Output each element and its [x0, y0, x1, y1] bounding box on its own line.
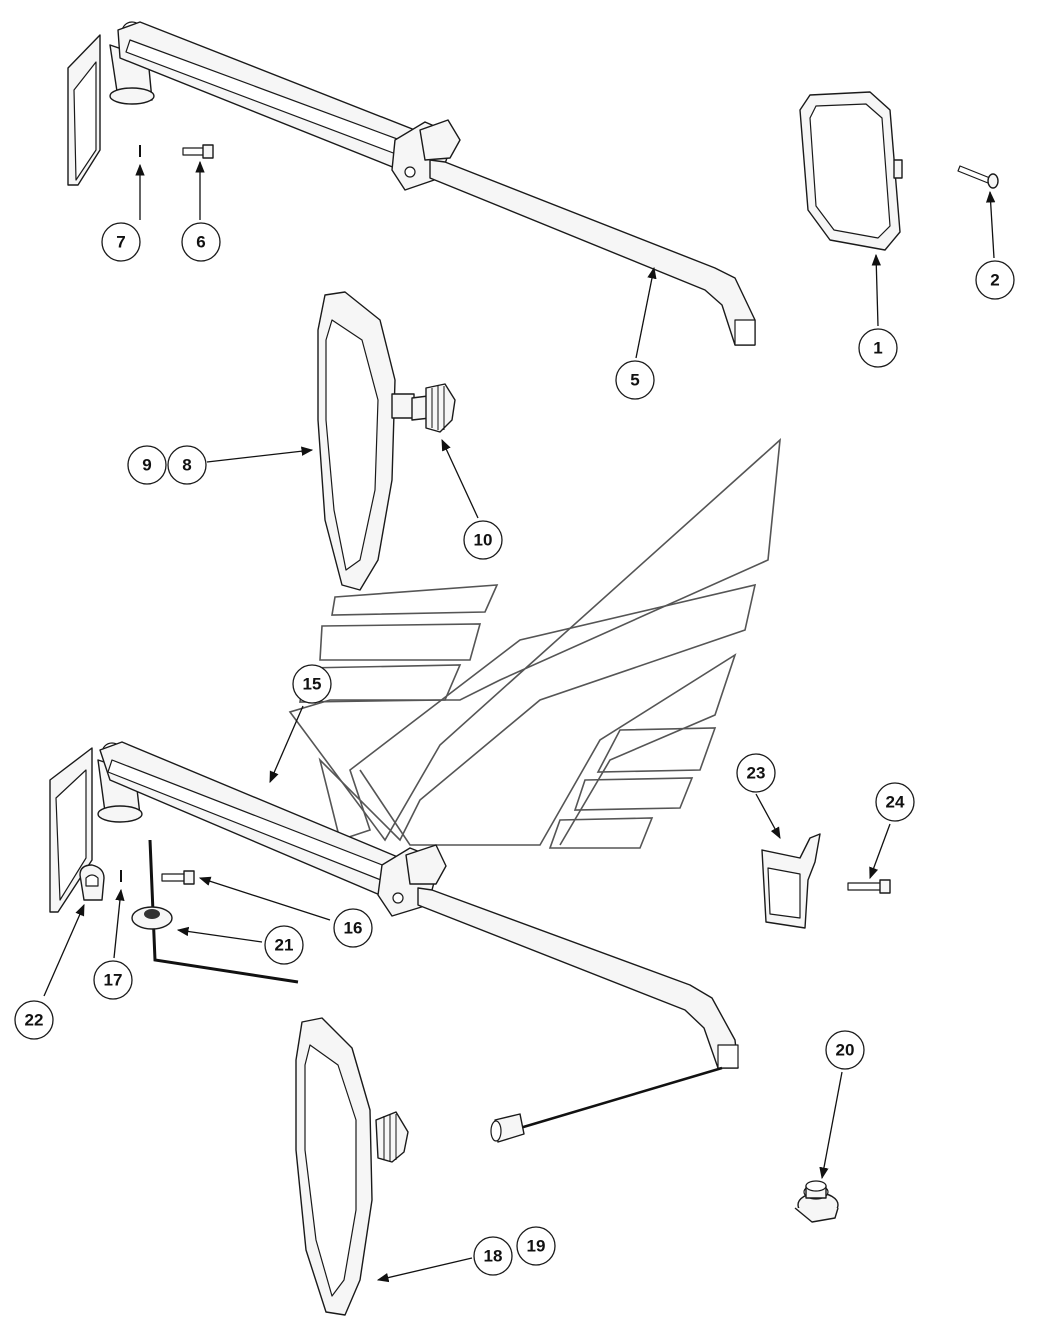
- svg-text:21: 21: [275, 936, 294, 955]
- clip-part-20: [794, 1180, 839, 1223]
- svg-text:15: 15: [303, 675, 322, 694]
- callout-18: 18: [473, 1236, 513, 1276]
- bracket-part-23: [761, 833, 821, 929]
- mirror-head-part-1: [799, 91, 903, 251]
- callout-16: 16: [333, 908, 373, 948]
- round-mirror-part-8: [317, 291, 456, 591]
- callout-23: 23: [736, 753, 776, 793]
- callout-6: 6: [181, 222, 221, 262]
- callout-2: 2: [975, 260, 1015, 300]
- callout-7: 7: [101, 222, 141, 262]
- callout-24: 24: [875, 782, 915, 822]
- bolt-part-16: [161, 870, 195, 885]
- callout-9: 9: [127, 445, 167, 485]
- svg-text:20: 20: [836, 1041, 855, 1060]
- svg-text:10: 10: [474, 531, 493, 550]
- svg-text:2: 2: [990, 271, 999, 290]
- callout-17: 17: [93, 960, 133, 1000]
- callout-5: 5: [615, 360, 655, 400]
- callout-19: 19: [516, 1226, 556, 1266]
- svg-text:23: 23: [747, 764, 766, 783]
- round-mirror-part-18: [295, 1017, 409, 1316]
- svg-text:24: 24: [886, 793, 905, 812]
- clip-part-22: [79, 864, 105, 901]
- callout-8: 8: [167, 445, 207, 485]
- svg-text:18: 18: [484, 1247, 503, 1266]
- svg-text:1: 1: [873, 339, 882, 358]
- callout-15: 15: [292, 664, 332, 704]
- bolt-part-6: [182, 144, 214, 159]
- callout-21: 21: [264, 925, 304, 965]
- svg-text:6: 6: [196, 233, 205, 252]
- bolt-part-2: [957, 165, 999, 189]
- callout-10: 10: [463, 520, 503, 560]
- callout-1: 1: [858, 328, 898, 368]
- heater-wire: [148, 839, 723, 1143]
- leader-lines: [43, 160, 996, 1283]
- washer-part-21: [131, 906, 173, 930]
- svg-text:8: 8: [182, 456, 191, 475]
- svg-text:5: 5: [630, 371, 639, 390]
- svg-text:17: 17: [104, 971, 123, 990]
- svg-text:9: 9: [142, 456, 151, 475]
- upper-mirror-arm: [67, 21, 756, 346]
- svg-text:7: 7: [116, 233, 125, 252]
- svg-text:22: 22: [25, 1011, 44, 1030]
- callout-22: 22: [14, 1000, 54, 1040]
- svg-text:16: 16: [344, 919, 363, 938]
- callout-20: 20: [825, 1030, 865, 1070]
- bolt-part-24: [847, 879, 891, 894]
- watermark-logo: [288, 438, 782, 849]
- svg-text:19: 19: [527, 1237, 546, 1256]
